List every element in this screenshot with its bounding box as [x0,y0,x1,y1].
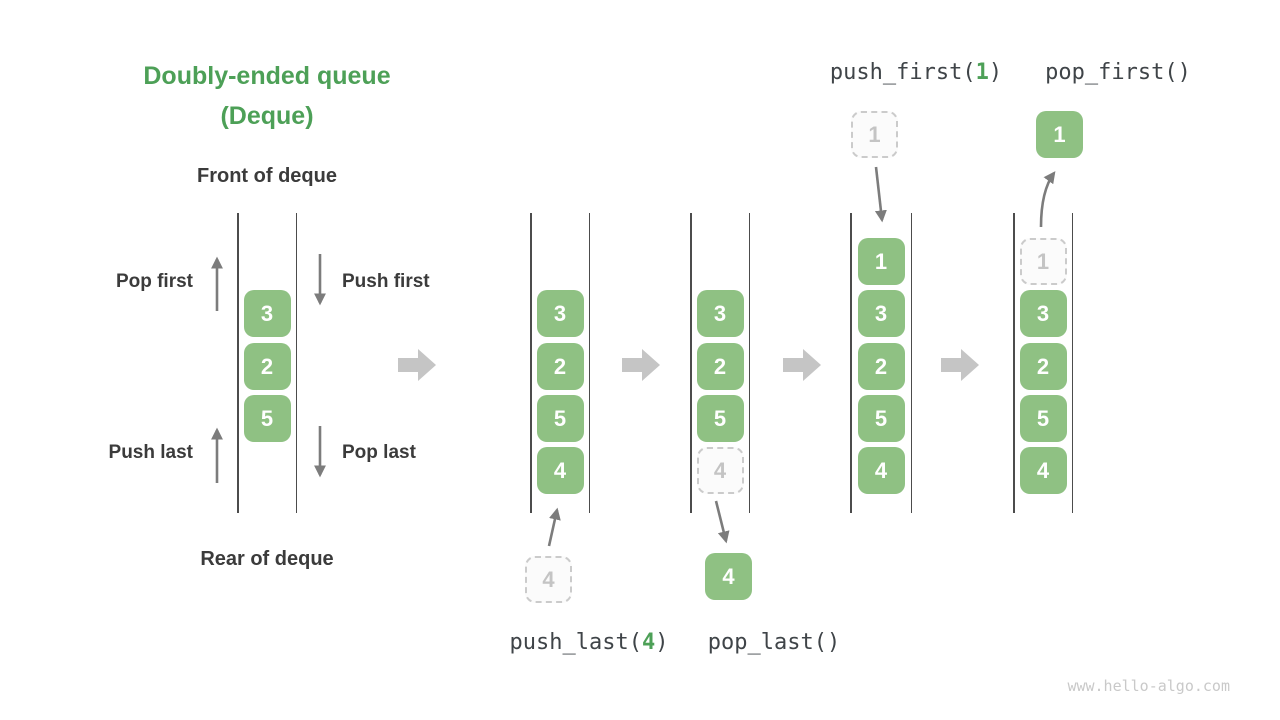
pop-first-remove-arrow-icon [1039,171,1056,228]
queue-rail-left [530,213,532,513]
push-last-label: Push last [108,442,193,463]
deque-cell: 3 [857,290,905,337]
deque-state-initial: 3 2 5 [237,213,297,513]
queue-rail-left [237,213,239,513]
deque-cell: 4 [1019,447,1067,494]
deque-cell: 2 [1019,343,1067,390]
queue-rail-left [690,213,692,513]
pop-last-removed-cell: 4 [705,553,752,600]
deque-cell: 1 [857,238,905,285]
deque-cell: 3 [1019,290,1067,337]
queue-rail-left [850,213,852,513]
flow-arrow-icon [622,349,660,381]
push-last-insert-arrow-icon [547,507,561,547]
op-text: ) [988,60,1003,85]
watermark: www.hello-algo.com [1067,677,1230,695]
deque-cell: 3 [696,290,744,337]
diagram-title-line2: (Deque) [220,102,314,130]
rear-of-deque-label: Rear of deque [200,548,334,570]
deque-state-after-push-first: 1 3 2 5 4 [850,213,912,513]
deque-cell: 5 [536,395,584,442]
deque-state-after-push-last: 3 2 5 4 [530,213,590,513]
deque-cell: 4 [857,447,905,494]
push-last-incoming-cell: 4 [525,556,572,603]
deque-cell: 5 [243,395,291,442]
queue-rail-right [1071,213,1073,513]
pop-last-remove-arrow-icon [714,500,730,544]
op-arg: 4 [641,630,656,655]
flow-arrow-icon [783,349,821,381]
deque-cell: 5 [857,395,905,442]
push-first-label: Push first [342,271,430,292]
flow-arrow-icon [398,349,436,381]
deque-state-during-pop-last: 3 2 5 4 [690,213,750,513]
queue-rail-left [1013,213,1015,513]
diagram-title: Doubly-ended queue (Deque) [87,56,447,136]
flow-arrow-icon [941,349,979,381]
deque-cell: 5 [1019,395,1067,442]
pop-last-label: Pop last [342,442,416,463]
op-text: ) [655,630,669,655]
deque-cell-ghost: 4 [696,447,744,494]
deque-state-during-pop-first: 1 3 2 5 4 [1013,213,1073,513]
deque-cell: 4 [536,447,584,494]
queue-rail-right [588,213,590,513]
pop-first-removed-cell: 1 [1036,111,1083,158]
queue-rail-right [910,213,912,513]
pop-first-label: Pop first [115,271,193,292]
deque-cell: 2 [857,343,905,390]
deque-cell: 2 [696,343,744,390]
op-arg: 1 [975,60,989,85]
push-first-incoming-cell: 1 [851,111,898,158]
op-text: push_last( [509,630,642,655]
op-push-first-label: push_first(1) [816,60,1016,85]
deque-cell: 5 [696,395,744,442]
deque-cell: 3 [536,290,584,337]
front-of-deque-label: Front of deque [197,165,337,187]
deque-cell-ghost: 1 [1019,238,1067,285]
op-pop-first-label: pop_first() [1045,60,1191,85]
diagram-title-line1: Doubly-ended queue [143,62,391,90]
deque-cell: 2 [243,343,291,390]
op-pop-last-label: pop_last() [707,630,841,655]
push-first-insert-arrow-icon [874,166,887,223]
queue-rail-right [295,213,297,513]
deque-cell: 2 [536,343,584,390]
op-push-last-label: push_last(4) [489,630,689,655]
queue-rail-right [748,213,750,513]
op-text: push_first( [829,60,976,85]
deque-cell: 3 [243,290,291,337]
